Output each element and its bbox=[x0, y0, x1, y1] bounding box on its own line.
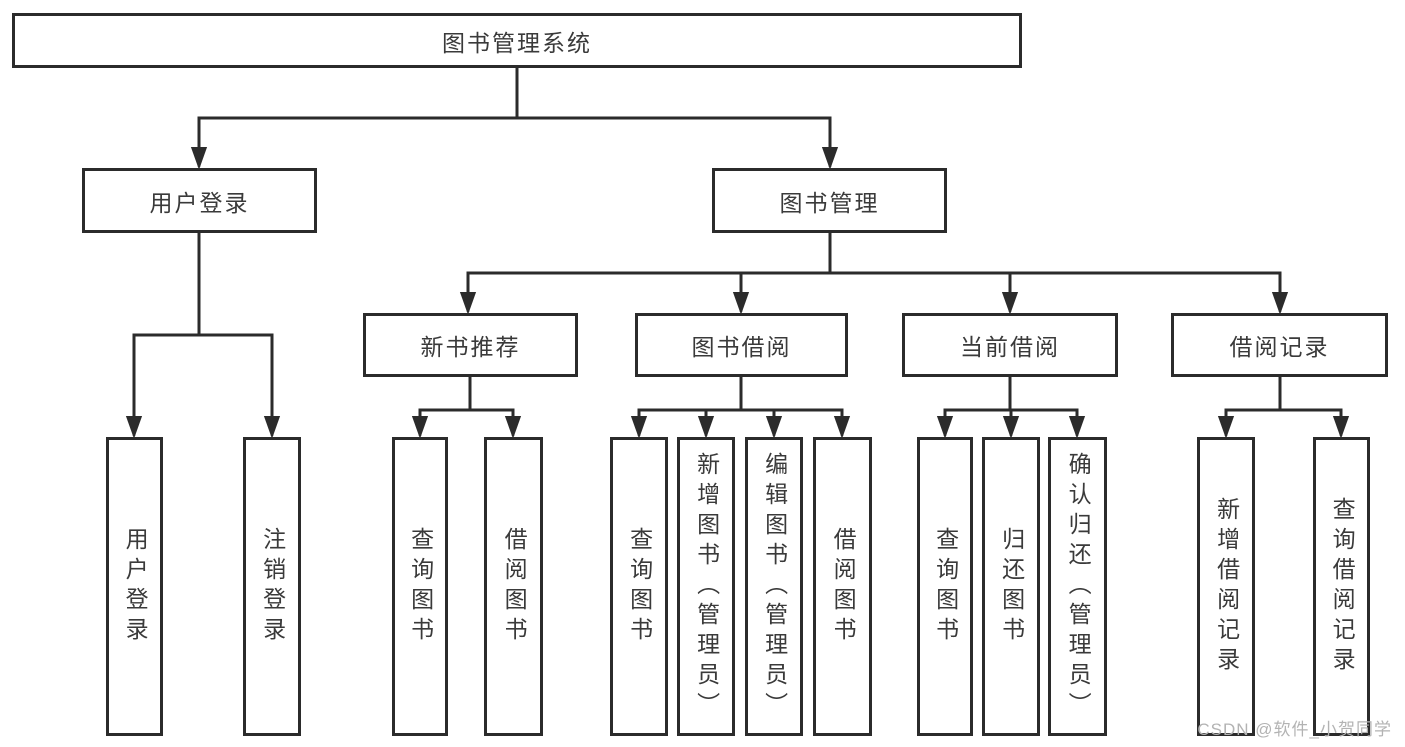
leaf-logout-label: 注销登录 bbox=[259, 526, 286, 647]
node-new-book-recommend: 新书推荐 bbox=[363, 313, 578, 377]
leaf-add-book-admin-label: 新增图书（管理员） bbox=[693, 451, 720, 722]
leaf-add-borrow-record-label: 新增借阅记录 bbox=[1213, 496, 1240, 677]
node-borrow-records: 借阅记录 bbox=[1171, 313, 1388, 377]
node-borrow-records-label: 借阅记录 bbox=[1229, 334, 1330, 360]
leaf-user-login: 用户登录 bbox=[106, 437, 163, 736]
leaf-query-books-recommend-label: 查询图书 bbox=[407, 526, 434, 647]
leaf-query-books-current: 查询图书 bbox=[917, 437, 973, 736]
leaf-query-borrow-record: 查询借阅记录 bbox=[1313, 437, 1370, 736]
leaf-edit-book-admin-label: 编辑图书（管理员） bbox=[761, 451, 788, 722]
node-new-book-recommend-label: 新书推荐 bbox=[420, 334, 521, 360]
node-user-login: 用户登录 bbox=[82, 168, 317, 233]
node-current-borrow: 当前借阅 bbox=[902, 313, 1118, 377]
leaf-borrow-books-borrow: 借阅图书 bbox=[813, 437, 872, 736]
leaf-query-books-recommend: 查询图书 bbox=[392, 437, 448, 736]
leaf-query-books-borrow: 查询图书 bbox=[610, 437, 668, 736]
node-book-management: 图书管理 bbox=[712, 168, 947, 233]
leaf-edit-book-admin: 编辑图书（管理员） bbox=[745, 437, 803, 736]
leaf-logout: 注销登录 bbox=[243, 437, 301, 736]
node-book-management-label: 图书管理 bbox=[779, 189, 880, 216]
node-current-borrow-label: 当前借阅 bbox=[960, 334, 1060, 360]
leaf-borrow-books-borrow-label: 借阅图书 bbox=[830, 526, 857, 647]
node-user-login-label: 用户登录 bbox=[149, 189, 250, 216]
leaf-add-book-admin: 新增图书（管理员） bbox=[677, 437, 735, 736]
node-book-borrow: 图书借阅 bbox=[635, 313, 848, 377]
leaf-return-book-label: 归还图书 bbox=[998, 526, 1025, 647]
watermark-text: CSDN @软件_小贺同学 bbox=[1197, 720, 1392, 739]
leaf-borrow-books-recommend: 借阅图书 bbox=[484, 437, 543, 736]
leaf-return-book: 归还图书 bbox=[982, 437, 1040, 736]
node-root: 图书管理系统 bbox=[12, 13, 1022, 68]
leaf-confirm-return-admin-label: 确认归还（管理员） bbox=[1065, 451, 1092, 722]
leaf-query-books-current-label: 查询图书 bbox=[932, 526, 959, 647]
leaf-confirm-return-admin: 确认归还（管理员） bbox=[1048, 437, 1107, 736]
node-root-label: 图书管理系统 bbox=[442, 29, 592, 56]
leaf-query-borrow-record-label: 查询借阅记录 bbox=[1329, 496, 1356, 677]
leaf-user-login-label: 用户登录 bbox=[122, 526, 149, 647]
leaf-query-books-borrow-label: 查询图书 bbox=[626, 526, 653, 647]
leaf-borrow-books-recommend-label: 借阅图书 bbox=[501, 526, 528, 647]
leaf-add-borrow-record: 新增借阅记录 bbox=[1197, 437, 1255, 736]
node-book-borrow-label: 图书借阅 bbox=[691, 334, 792, 360]
